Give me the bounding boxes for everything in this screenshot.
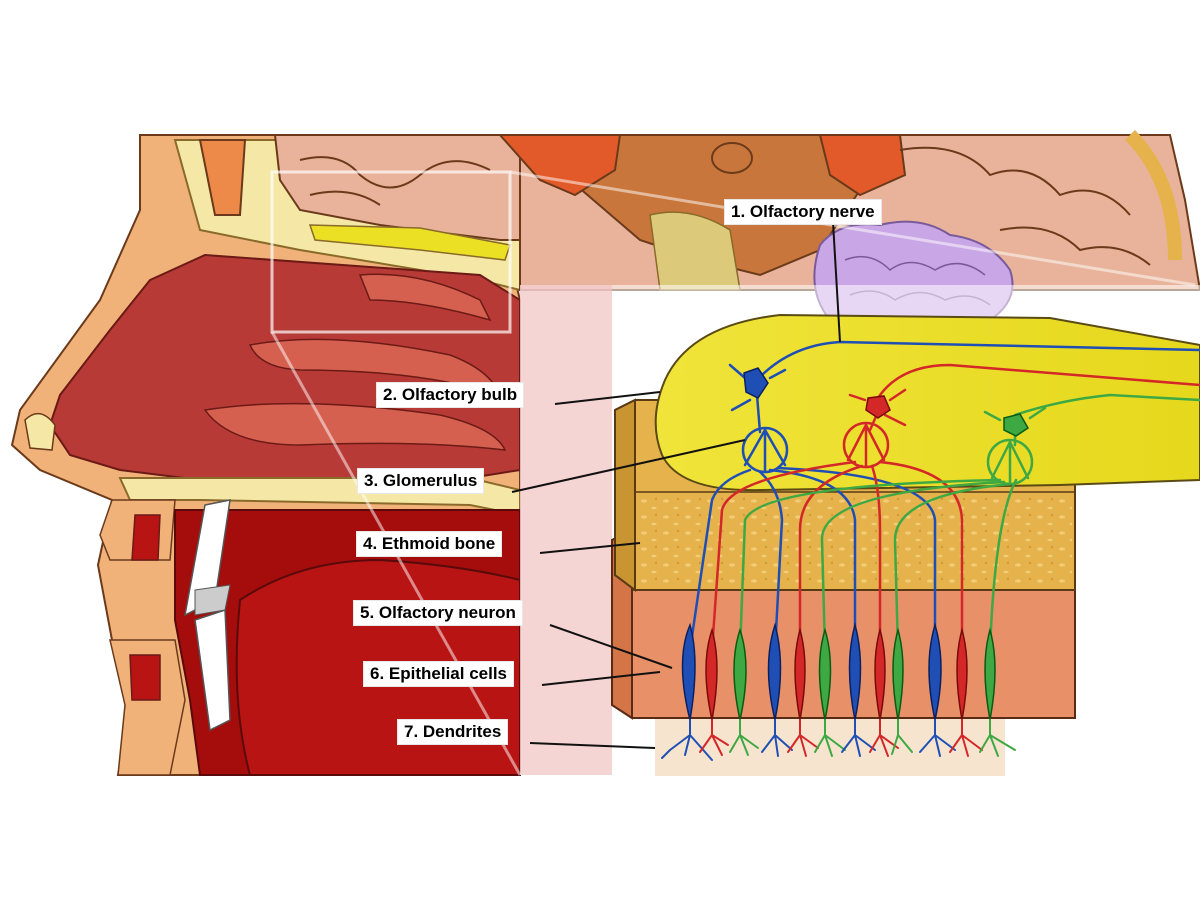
olfactory-neurons	[661, 340, 1200, 761]
axon-bundle-red	[710, 460, 964, 652]
dendrite-branches	[661, 719, 1016, 761]
nasal-concha-upper	[358, 273, 492, 322]
axon-bundle-green	[738, 478, 1018, 652]
lower-tooth	[194, 608, 231, 732]
label-dendrites: 7. Dendrites	[397, 719, 509, 745]
neuron-bodies	[681, 622, 996, 721]
label-epithelial-cells: 6. Epithelial cells	[363, 661, 515, 687]
label-ethmoid-bone: 4. Ethmoid bone	[356, 531, 503, 557]
label-olfactory-neuron: 5. Olfactory neuron	[353, 600, 523, 626]
label-leader-lines	[511, 221, 841, 749]
label-olfactory-bulb: 2. Olfactory bulb	[376, 382, 525, 408]
label-olfactory-nerve: 1. Olfactory nerve	[724, 199, 882, 225]
olfactory-bulb-shape	[654, 313, 1200, 492]
mitral-cell-blue	[728, 363, 789, 474]
frontal-sinus	[198, 139, 247, 216]
label-glomerulus: 3. Glomerulus	[357, 468, 485, 494]
nasal-concha-lower	[203, 402, 507, 451]
mitral-cell-red	[842, 388, 907, 469]
